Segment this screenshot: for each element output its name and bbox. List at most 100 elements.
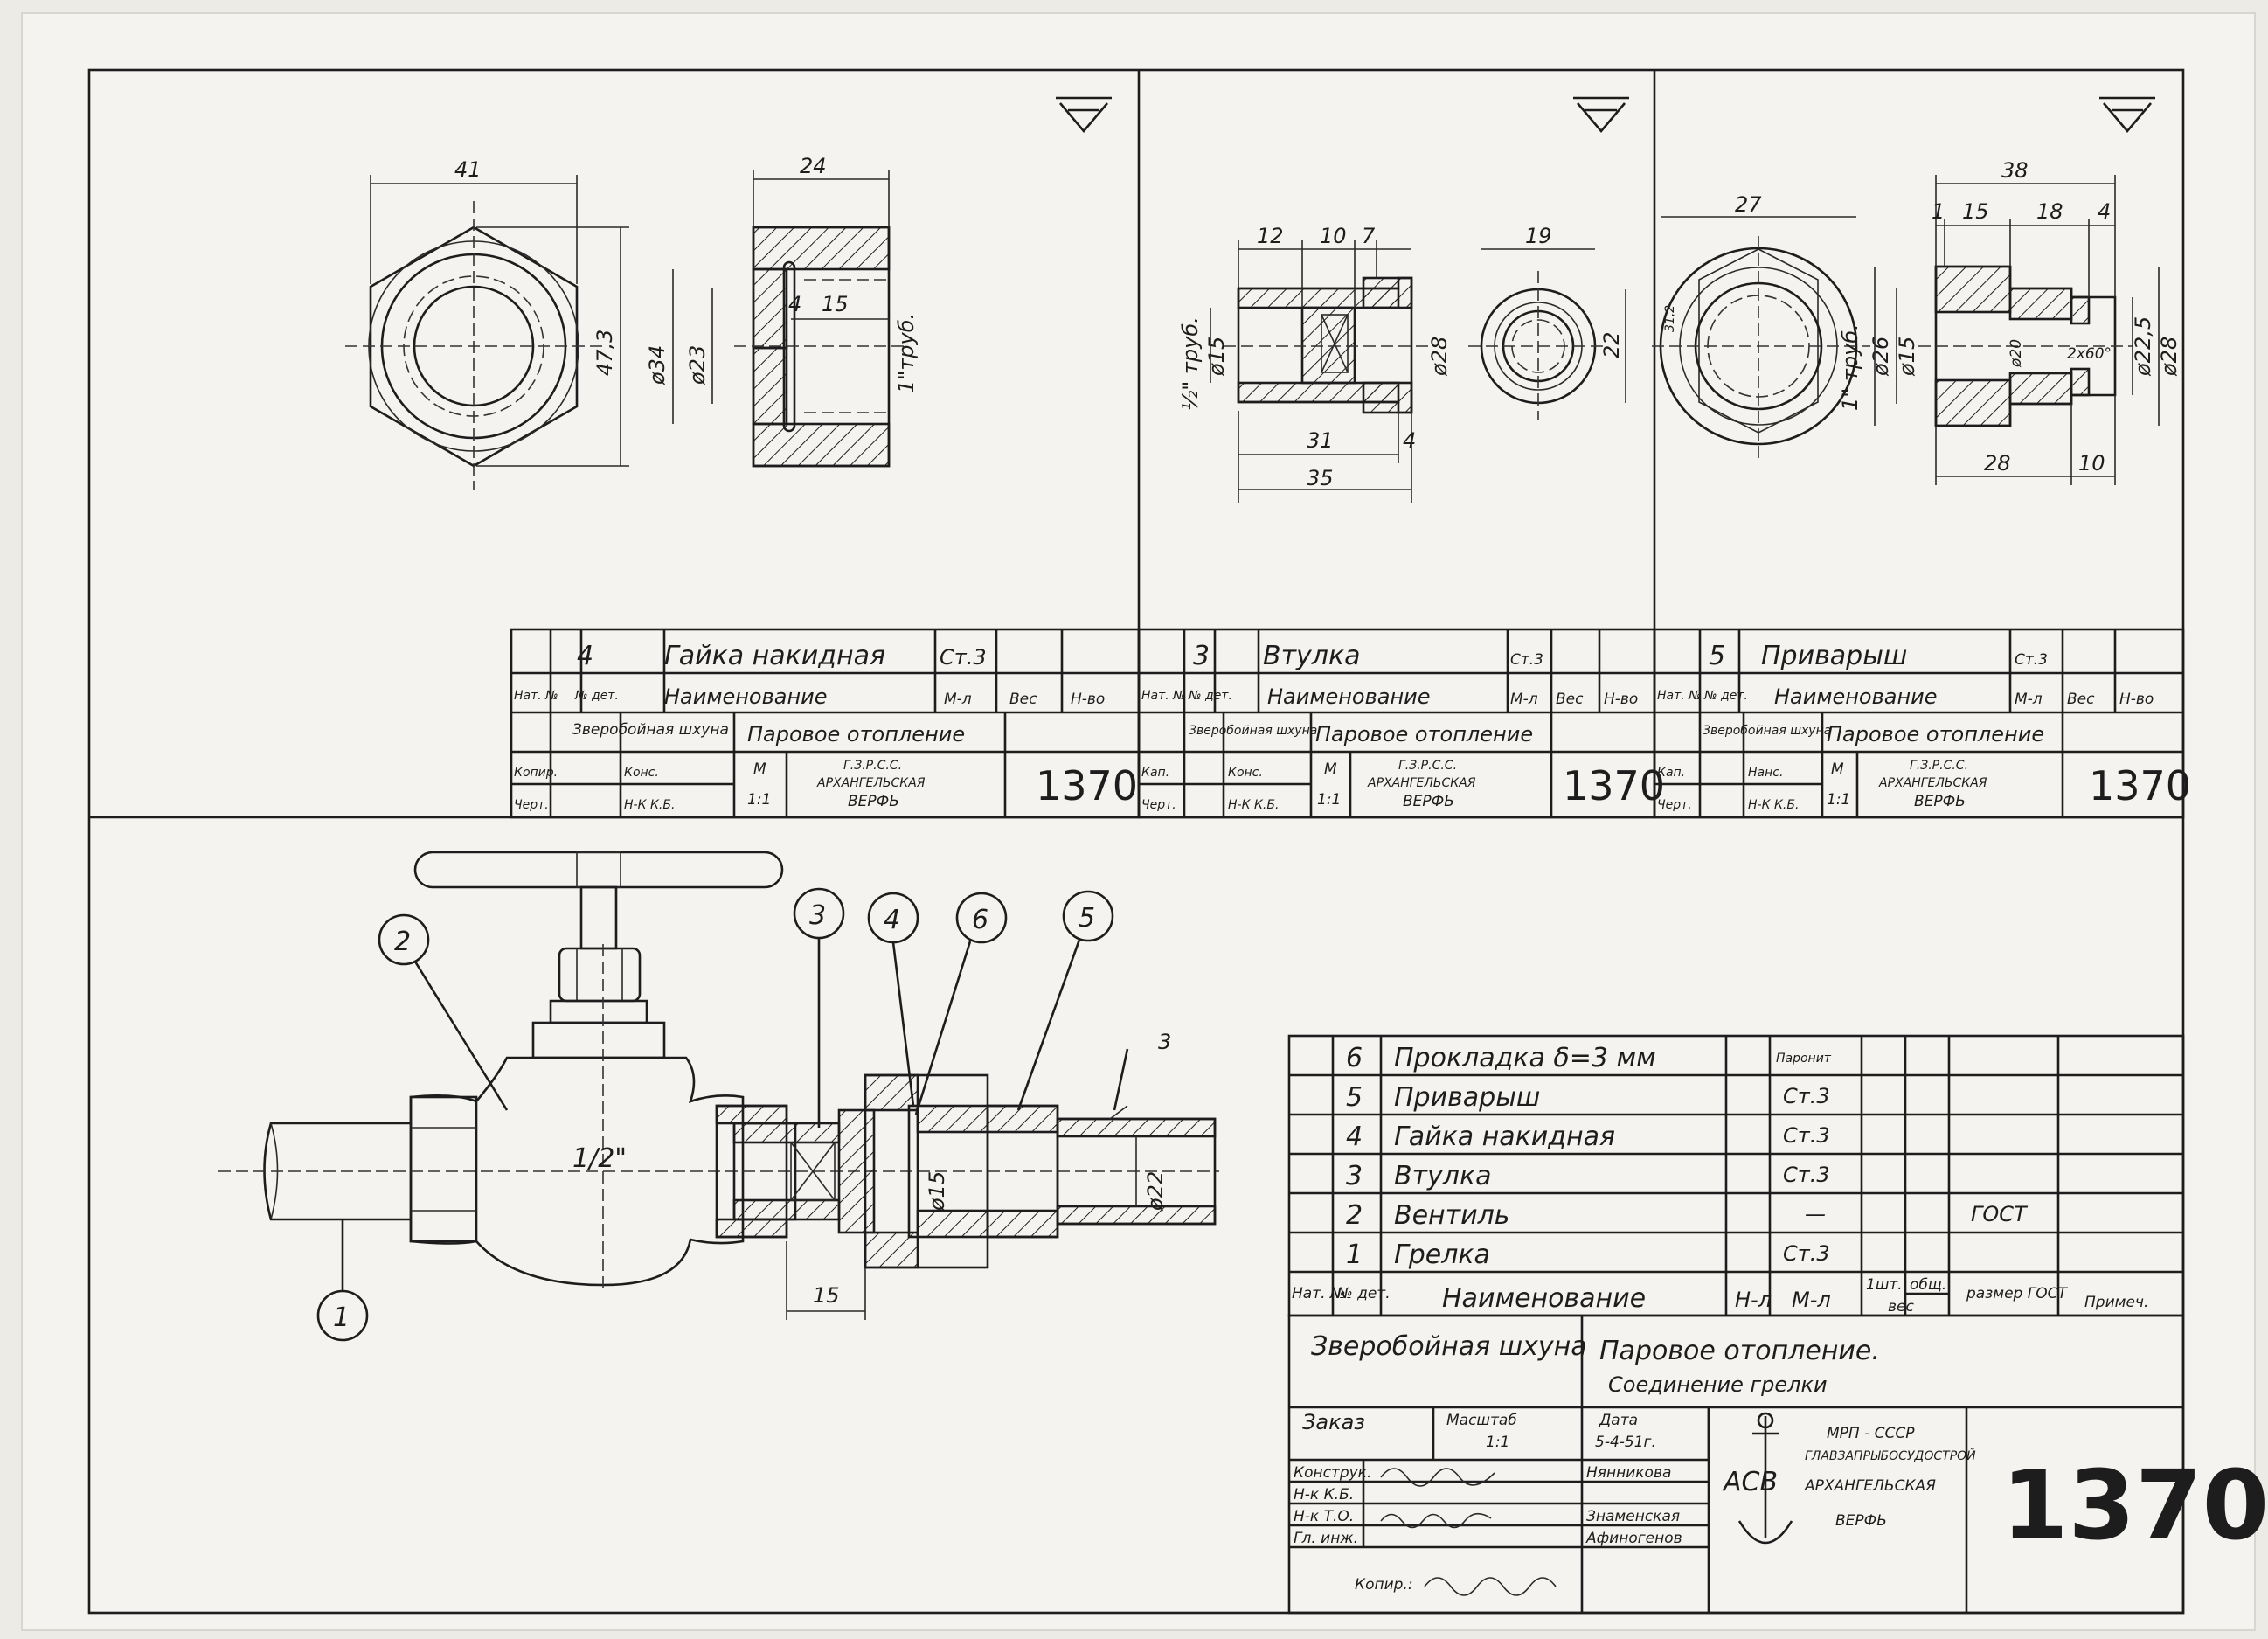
title-scale: 1:1 bbox=[1486, 1434, 1509, 1451]
dim-10b: 10 bbox=[2078, 451, 2105, 476]
stamp1-h-weight: Вес bbox=[1009, 691, 1037, 708]
bom-h-note: Примеч. bbox=[2084, 1294, 2148, 1311]
dim-31: 31 bbox=[1307, 428, 1334, 453]
bom-row-name: Грелка bbox=[1394, 1240, 1490, 1270]
stamp2-num: 3 bbox=[1193, 641, 1210, 671]
stamp3-material: Ст.3 bbox=[2015, 651, 2048, 669]
dim-41: 41 bbox=[454, 157, 482, 182]
bom-row-name: Гайка накидная bbox=[1394, 1122, 1615, 1152]
roughness-symbol bbox=[1056, 96, 2155, 134]
stamp1-kons: Конс. bbox=[624, 766, 659, 780]
bom-row: 4 Гайка накидная Ст.3 bbox=[1346, 1122, 1830, 1152]
stamp1-material: Ст.3 bbox=[940, 645, 987, 670]
stamp3-name: Приварыш bbox=[1761, 641, 1907, 671]
bom-h-qty: Н-л bbox=[1735, 1288, 1772, 1312]
stamp3-h-mat: М-л bbox=[2015, 691, 2043, 708]
bom-h-weight: вес bbox=[1888, 1298, 1914, 1316]
name-konstruk: Нянникова bbox=[1586, 1464, 1671, 1482]
role-konstruk: Конструк. bbox=[1294, 1464, 1371, 1482]
stamp3-kons: Нанс. bbox=[1748, 766, 1783, 780]
stamp2-scale: 1:1 bbox=[1317, 791, 1341, 809]
bom-h-size: размер ГОСТ bbox=[1966, 1285, 2068, 1302]
callout-4: 4 bbox=[884, 905, 900, 935]
signature bbox=[1380, 1468, 1495, 1487]
main-title-block: Зверобойная шхуна Паровое отопление. Сое… bbox=[1287, 1314, 2268, 1615]
stamp1-h-det: № дет. bbox=[574, 689, 619, 703]
copied-by-label: Копир.: bbox=[1355, 1576, 1413, 1594]
stamp3-h-det: № дет. bbox=[1703, 689, 1748, 703]
dim-d26: ø26 bbox=[1869, 337, 1893, 377]
stamp3-org2: АРХАНГЕЛЬСКАЯ bbox=[1878, 776, 1987, 790]
stamp1-h-name: Наименование bbox=[664, 684, 828, 709]
name-nk-to: Знаменская bbox=[1586, 1508, 1680, 1525]
dim-d28b: ø28 bbox=[2157, 337, 2181, 377]
stamp1-number: 1370 bbox=[1036, 762, 1138, 809]
bom-row: 5 Приварыш Ст.3 bbox=[1346, 1082, 1830, 1113]
stamp1-org1: Г.З.Р.С.С. bbox=[843, 759, 902, 773]
asm-dim-d15: ø15 bbox=[925, 1171, 949, 1212]
stamp3-num: 5 bbox=[1709, 641, 1725, 671]
bom-table: 6 Прокладка δ=3 мм Паронит 5 Приварыш Ст… bbox=[1287, 1034, 2185, 1317]
stamp2-material: Ст.3 bbox=[1510, 651, 1543, 669]
org-arkh: АРХАНГЕЛЬСКАЯ bbox=[1804, 1477, 1936, 1495]
stamp3-h-name: Наименование bbox=[1774, 684, 1938, 709]
callout-5: 5 bbox=[1079, 903, 1095, 934]
bom-row: 1 Грелка Ст.3 bbox=[1346, 1240, 1830, 1270]
dim-d22-5: ø22,5 bbox=[2131, 316, 2155, 377]
bom-row-note: ГОСТ bbox=[1971, 1202, 2029, 1226]
bom-row-num: 4 bbox=[1346, 1122, 1363, 1152]
stamp3-h-qty: Н-во bbox=[2119, 691, 2154, 708]
dim-chamfer: 2х60° bbox=[2067, 345, 2112, 363]
stamp3-draw: Черт. bbox=[1657, 798, 1692, 812]
bom-row: 3 Втулка Ст.3 bbox=[1346, 1161, 1830, 1191]
stamp3-scale: 1:1 bbox=[1827, 791, 1850, 809]
asm-dim-15: 15 bbox=[813, 1283, 840, 1308]
dim-22: 22 bbox=[1599, 331, 1624, 358]
stamp2-draw: Черт. bbox=[1141, 798, 1176, 812]
title-order-label: Заказ bbox=[1302, 1410, 1365, 1434]
stamp2-org1: Г.З.Р.С.С. bbox=[1398, 759, 1457, 773]
stamp3-org1: Г.З.Р.С.С. bbox=[1910, 759, 1968, 773]
bom-h-name: Наименование bbox=[1442, 1283, 1646, 1314]
org-glavzap: ГЛАВЗАПРЫБОСУДОСТРОЙ bbox=[1805, 1448, 1976, 1463]
stamp2-title: Паровое отопление bbox=[1315, 722, 1533, 747]
dim-18: 18 bbox=[2036, 199, 2063, 224]
title-date: 5-4-51г. bbox=[1595, 1434, 1656, 1451]
bom-row: 6 Прокладка δ=3 мм Паронит bbox=[1346, 1043, 1832, 1073]
stamp2-scale-label: М bbox=[1324, 760, 1337, 778]
role-nk-to: Н-к Т.О. bbox=[1294, 1508, 1354, 1525]
callout-2: 2 bbox=[394, 927, 411, 957]
bom-row-mat: — bbox=[1805, 1202, 1826, 1226]
dim-12: 12 bbox=[1257, 224, 1284, 248]
dim-half-inch: ½" труб. bbox=[1178, 316, 1203, 411]
part-stamp-gayka: 4 Гайка накидная Ст.3 Нат. № № дет. Наим… bbox=[510, 628, 1141, 819]
dim-d20: ø20 bbox=[2008, 339, 2025, 368]
bom-row-mat: Ст.3 bbox=[1783, 1084, 1830, 1108]
dim-15: 15 bbox=[822, 292, 849, 316]
signature bbox=[1424, 1577, 1557, 1596]
dim-10: 10 bbox=[1320, 224, 1347, 248]
stamp3-title: Паровое отопление bbox=[1827, 722, 2044, 747]
callout-1: 1 bbox=[333, 1302, 350, 1333]
stamp2-name: Втулка bbox=[1263, 641, 1361, 671]
org-mrp: МРП - СССР bbox=[1827, 1425, 1915, 1442]
bom-h-one: 1шт. bbox=[1866, 1276, 1903, 1294]
bom-row-num: 6 bbox=[1346, 1043, 1363, 1073]
bom-row: 2 Вентиль — ГОСТ bbox=[1346, 1200, 2029, 1231]
callout-3: 3 bbox=[809, 900, 826, 931]
stamp3-h-weight: Вес bbox=[2067, 691, 2095, 708]
stamp2-number: 1370 bbox=[1563, 762, 1665, 809]
dim-7: 7 bbox=[1362, 224, 1376, 248]
dim-d15b: ø15 bbox=[1895, 337, 1919, 377]
stamp3-scale-label: М bbox=[1831, 760, 1844, 778]
stamp2-org2: АРХАНГЕЛЬСКАЯ bbox=[1367, 776, 1476, 790]
role-gl-inzh: Гл. инж. bbox=[1294, 1530, 1358, 1547]
stamp2-h-det: № дет. bbox=[1188, 689, 1232, 703]
assembly-view: 1/2" ø15 ø22 15 1 2 3 4 6 5 3 bbox=[218, 851, 1219, 1342]
view-vtulka: 12 10 7 ½" труб. ø15 ø28 31 4 35 19 22 bbox=[1178, 224, 1626, 503]
asm-dim-d22: ø22 bbox=[1143, 1171, 1168, 1212]
stamp2-kons: Конс. bbox=[1228, 766, 1263, 780]
stamp1-h-qty: Н-во bbox=[1071, 691, 1105, 708]
stamp1-num: 4 bbox=[577, 641, 593, 671]
stamp1-scale: 1:1 bbox=[747, 791, 771, 809]
